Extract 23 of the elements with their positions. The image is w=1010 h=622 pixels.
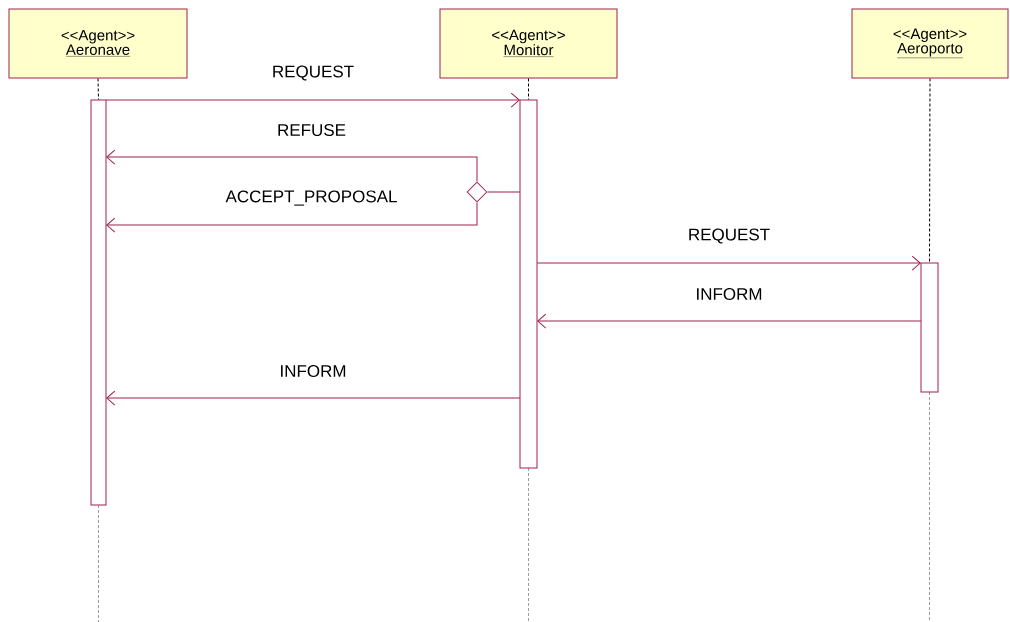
message-arrow (536, 255, 921, 271)
activation-bar (920, 262, 939, 393)
activation-bar (519, 99, 538, 469)
message-arrow (106, 149, 478, 182)
message-arrow (106, 390, 521, 406)
message-label: INFORM (694, 287, 764, 302)
message-arrow (106, 202, 478, 233)
lifeline-header: <<Agent>> Aeroporto (851, 8, 1009, 79)
choice-diamond (466, 181, 488, 203)
message-label: REQUEST (686, 227, 772, 245)
lifeline (929, 78, 931, 263)
lifeline-header: <<Agent>> Monitor (439, 8, 618, 79)
message-arrow (105, 92, 520, 108)
connector-line (487, 191, 521, 193)
lifeline (528, 78, 529, 100)
lifeline (97, 78, 99, 100)
lifeline-header: <<Agent>> Aeronave (8, 8, 188, 79)
activation-bar (90, 99, 107, 506)
message-label: REQUEST (270, 64, 356, 82)
message-arrow (537, 313, 922, 329)
message-label: INFORM (278, 364, 348, 378)
message-label: REFUSE (276, 123, 347, 137)
message-label: ACCEPT_PROPOSAL (224, 189, 399, 207)
